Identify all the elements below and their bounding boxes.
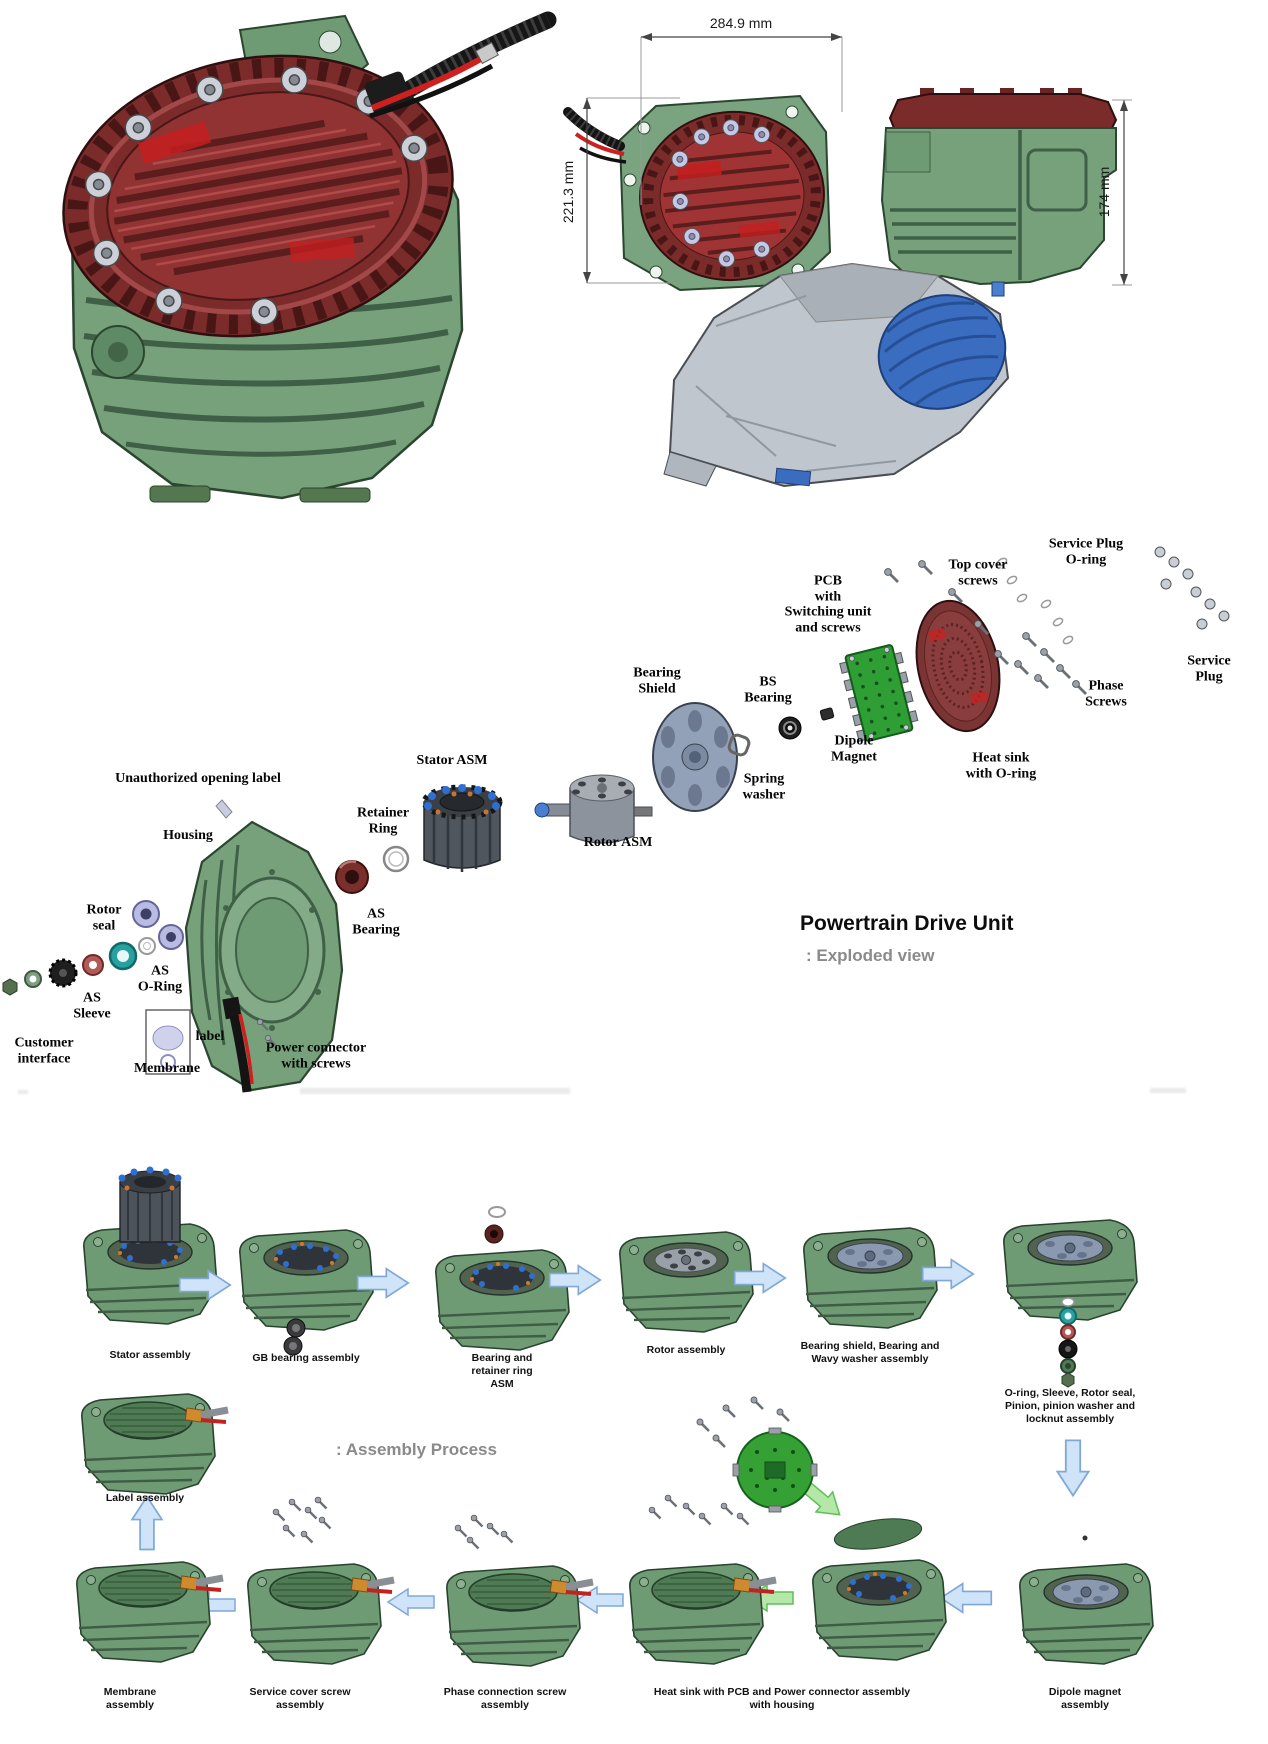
step-bearing-shield-image xyxy=(804,1228,937,1328)
caption-stator-assembly: Stator assembly xyxy=(109,1349,191,1361)
service-plug-part xyxy=(1154,546,1230,630)
hero-cable xyxy=(364,11,557,119)
heat-sink-screws xyxy=(647,1493,750,1526)
exploded-view-figure xyxy=(2,546,1230,1093)
oring-sleeve-stack xyxy=(1058,1297,1078,1388)
bearing-shield-part xyxy=(652,702,738,812)
cad-blue-motor-dome xyxy=(877,294,1007,410)
stator-asm-part xyxy=(421,784,503,872)
pcb-part xyxy=(839,644,919,742)
exploded-label-bearing-shield: Bearing Shield xyxy=(633,665,681,696)
shaft-small-parts-chain xyxy=(2,900,184,996)
caption-dipole-magnet-assembly: Dipole magnet assembly xyxy=(1048,1686,1122,1712)
step-gb-bearing-assembly-image xyxy=(240,1230,373,1330)
spring-washer-part xyxy=(727,733,751,757)
exploded-label-service-plug-o-ring: Service Plug O-ring xyxy=(1048,536,1124,567)
caption-phase-connection-assembly: Phase connection screw assembly xyxy=(443,1686,567,1712)
caption-rotor-assembly: Rotor assembly xyxy=(646,1344,726,1356)
dimension-width-label: 284.9 mm xyxy=(710,15,772,31)
exploded-label-retainer-ring: Retainer Ring xyxy=(356,805,410,836)
exploded-label-as-bearing: AS Bearing xyxy=(352,906,400,937)
service-plug-o-rings-part xyxy=(996,557,1074,645)
caption-gb-bearing-assembly: GB bearing assembly xyxy=(252,1352,360,1364)
dipole-magnet-part xyxy=(819,707,835,721)
caption-heat-sink-assembly: Heat sink with PCB and Power connector a… xyxy=(653,1686,911,1712)
caption-oring-sleeve-assembly: O-ring, Sleeve, Rotor seal, Pinion, pini… xyxy=(1004,1387,1136,1426)
dimension-views: 284.9 mm 221.3 mm 174 mm xyxy=(560,15,1132,297)
exploded-label-housing: Housing xyxy=(163,828,213,844)
assembly-process-figure xyxy=(0,1150,1268,1744)
exploded-label-dipole-magnet: Dipole Magnet xyxy=(831,733,877,764)
step-dipole-magnet-image xyxy=(1020,1564,1153,1664)
exploded-label-pcb: PCB with Switching unit and screws xyxy=(784,573,872,636)
front-view xyxy=(563,94,832,292)
exploded-label-label: label xyxy=(195,1029,225,1045)
caption-service-cover-assembly: Service cover screw assembly xyxy=(249,1686,351,1712)
step-service-cover-image xyxy=(248,1564,394,1664)
retainer-ring-part xyxy=(382,845,410,873)
heat-sink-lid xyxy=(833,1518,923,1550)
step-heat-sink-open-image xyxy=(813,1560,946,1660)
step-heat-sink-housing-image xyxy=(630,1564,776,1664)
housing-cad-view xyxy=(663,262,1010,488)
rotor-seal-part xyxy=(132,900,184,950)
dimension-height-label: 221.3 mm xyxy=(560,161,576,223)
bearing-retainer-parts xyxy=(484,1206,506,1244)
service-cover-screws xyxy=(271,1495,332,1544)
caption-membrane-assembly: Membrane assembly xyxy=(103,1686,157,1712)
step-phase-connection-image xyxy=(447,1566,593,1666)
exploded-label-as-o-ring: AS O-Ring xyxy=(137,963,183,994)
page-title: Powertrain Drive Unit xyxy=(800,912,1014,935)
faded-footer-text xyxy=(300,1088,570,1094)
exploded-view-subtitle: : Exploded view xyxy=(806,946,935,965)
pcb-disc xyxy=(732,1427,818,1513)
exploded-label-as-sleeve: AS Sleeve xyxy=(73,990,111,1021)
exploded-label-bs-bearing: BS Bearing xyxy=(744,674,792,705)
faded-footer-mark xyxy=(18,1090,28,1094)
exploded-label-unauthorized-opening-label: Unauthorized opening label xyxy=(115,771,281,787)
bs-bearing-part xyxy=(778,716,802,740)
step-bearing-retainer-image xyxy=(436,1250,569,1350)
hero-product-render xyxy=(62,11,557,503)
side-view xyxy=(880,88,1118,297)
exploded-label-top-cover-screws: Top cover screws xyxy=(948,557,1008,588)
caption-bearing-retainer-asm: Bearing and retainer ring ASM xyxy=(471,1352,533,1391)
assembly-process-title: : Assembly Process xyxy=(336,1440,497,1459)
exploded-label-heat-sink: Heat sink with O-ring xyxy=(965,750,1037,781)
exploded-label-power-connector: Power connector with screws xyxy=(265,1040,367,1071)
step-label-assembly-image xyxy=(82,1394,228,1494)
step-rotor-assembly-image xyxy=(620,1232,753,1332)
exploded-label-membrane: Membrane xyxy=(133,1061,201,1077)
dimension-side-height-label: 174 mm xyxy=(1096,167,1112,218)
dimension-lines xyxy=(583,33,1132,286)
exploded-label-service-plug: Service Plug xyxy=(1187,653,1231,684)
exploded-label-rotor-seal: Rotor seal xyxy=(86,902,122,933)
membrane-part xyxy=(145,1009,191,1075)
dipole-screw xyxy=(1082,1535,1088,1541)
phase-screws-part xyxy=(1013,631,1088,696)
heat-sink-part xyxy=(915,599,1001,733)
faded-footer-page-mark xyxy=(1150,1088,1186,1093)
step-membrane-assembly-image xyxy=(77,1562,223,1662)
rotor-asm-part xyxy=(534,774,653,844)
exploded-label-stator-asm: Stator ASM xyxy=(416,753,488,769)
caption-label-assembly: Label assembly xyxy=(105,1492,185,1504)
exploded-label-customer-interface: Customer interface xyxy=(14,1035,74,1066)
housing-part xyxy=(184,799,344,1093)
exploded-label-spring-washer: Spring washer xyxy=(742,771,786,802)
caption-bearing-shield-assembly: Bearing shield, Bearing and Wavy washer … xyxy=(800,1340,940,1366)
gb-bearings xyxy=(283,1318,306,1356)
exploded-label-phase-screws: Phase Screws xyxy=(1085,678,1127,709)
phase-connection-screws xyxy=(453,1513,514,1550)
hero-top-cover xyxy=(62,54,454,338)
step-stator-assembly-image xyxy=(84,1167,217,1325)
exploded-label-rotor-asm: Rotor ASM xyxy=(583,835,653,851)
as-bearing-part xyxy=(335,860,369,894)
